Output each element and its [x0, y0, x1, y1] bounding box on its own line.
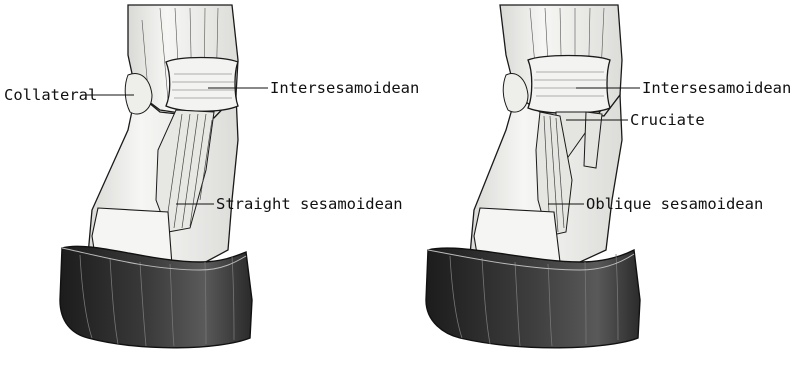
right-hoof [426, 248, 640, 348]
straight-sesamoidean-label: Straight sesamoidean [216, 195, 403, 213]
oblique-sesamoidean-label: Oblique sesamoidean [586, 195, 763, 213]
right-leg-illustration: Intersesamoidean Cruciate Oblique sesamo… [426, 5, 791, 348]
collateral-label: Collateral [4, 86, 97, 104]
left-hoof [60, 246, 252, 348]
right-intersesamoidean-ligament [528, 56, 610, 114]
cruciate-label: Cruciate [630, 111, 705, 129]
right-intersesamoidean-label: Intersesamoidean [642, 79, 791, 97]
left-intersesamoidean-ligament [166, 58, 238, 112]
left-intersesamoidean-label: Intersesamoidean [270, 79, 419, 97]
left-leg-illustration: Collateral Intersesamoidean Straight ses… [4, 5, 419, 348]
